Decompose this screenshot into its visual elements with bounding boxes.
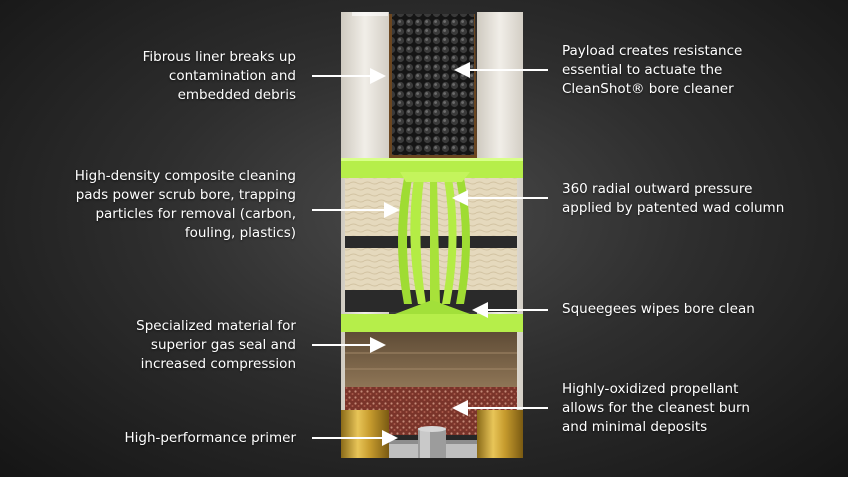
- label-line: fouling, plastics): [184, 225, 296, 241]
- label-line: Highly-oxidized propellant: [562, 381, 739, 397]
- label-fibrous-liner: Fibrous liner breaks up contamination an…: [143, 48, 296, 105]
- label-payload: Payload creates resistance essential to …: [562, 42, 742, 99]
- label-line: contamination and: [168, 68, 296, 84]
- label-line: Fibrous liner breaks up: [142, 49, 296, 65]
- label-gas-seal: Specialized material for superior gas se…: [136, 317, 296, 374]
- cleaning-pads: [345, 178, 517, 312]
- label-line: superior gas seal and: [150, 337, 296, 353]
- label-line: 360 radial outward pressure: [562, 181, 753, 197]
- callout-arrows: [312, 62, 548, 446]
- label-cleaning-pads: High-density composite cleaning pads pow…: [75, 167, 296, 243]
- label-line: and minimal deposits: [562, 419, 708, 435]
- shot-payload: [389, 14, 477, 158]
- label-line: allows for the cleanest burn: [562, 400, 750, 416]
- label-line: Specialized material for: [136, 318, 296, 334]
- wad-column: [398, 172, 470, 304]
- label-radial-pressure: 360 radial outward pressure applied by p…: [562, 180, 784, 218]
- label-line: pads power scrub bore, trapping: [75, 187, 296, 203]
- label-squeegees: Squeegees wipes bore clean: [562, 300, 755, 319]
- squeegee-ring: [341, 314, 523, 332]
- label-line: High-density composite cleaning: [74, 168, 296, 184]
- label-line: Payload creates resistance: [562, 43, 743, 59]
- gas-seal: [345, 332, 517, 387]
- label-propellant: Highly-oxidized propellant allows for th…: [562, 380, 750, 437]
- label-line: High-performance primer: [124, 430, 296, 446]
- label-line: essential to actuate the: [562, 62, 723, 78]
- label-line: embedded debris: [177, 87, 296, 103]
- label-line: Squeegees wipes bore clean: [562, 301, 755, 317]
- wad-top-ring: [341, 158, 523, 178]
- label-line: increased compression: [140, 356, 296, 372]
- primer-cup: [418, 426, 446, 458]
- label-line: particles for removal (carbon,: [95, 206, 296, 222]
- label-primer: High-performance primer: [124, 429, 296, 448]
- brass-base: [341, 410, 523, 458]
- label-line: CleanShot® bore cleaner: [562, 81, 734, 97]
- label-line: applied by patented wad column: [562, 200, 785, 216]
